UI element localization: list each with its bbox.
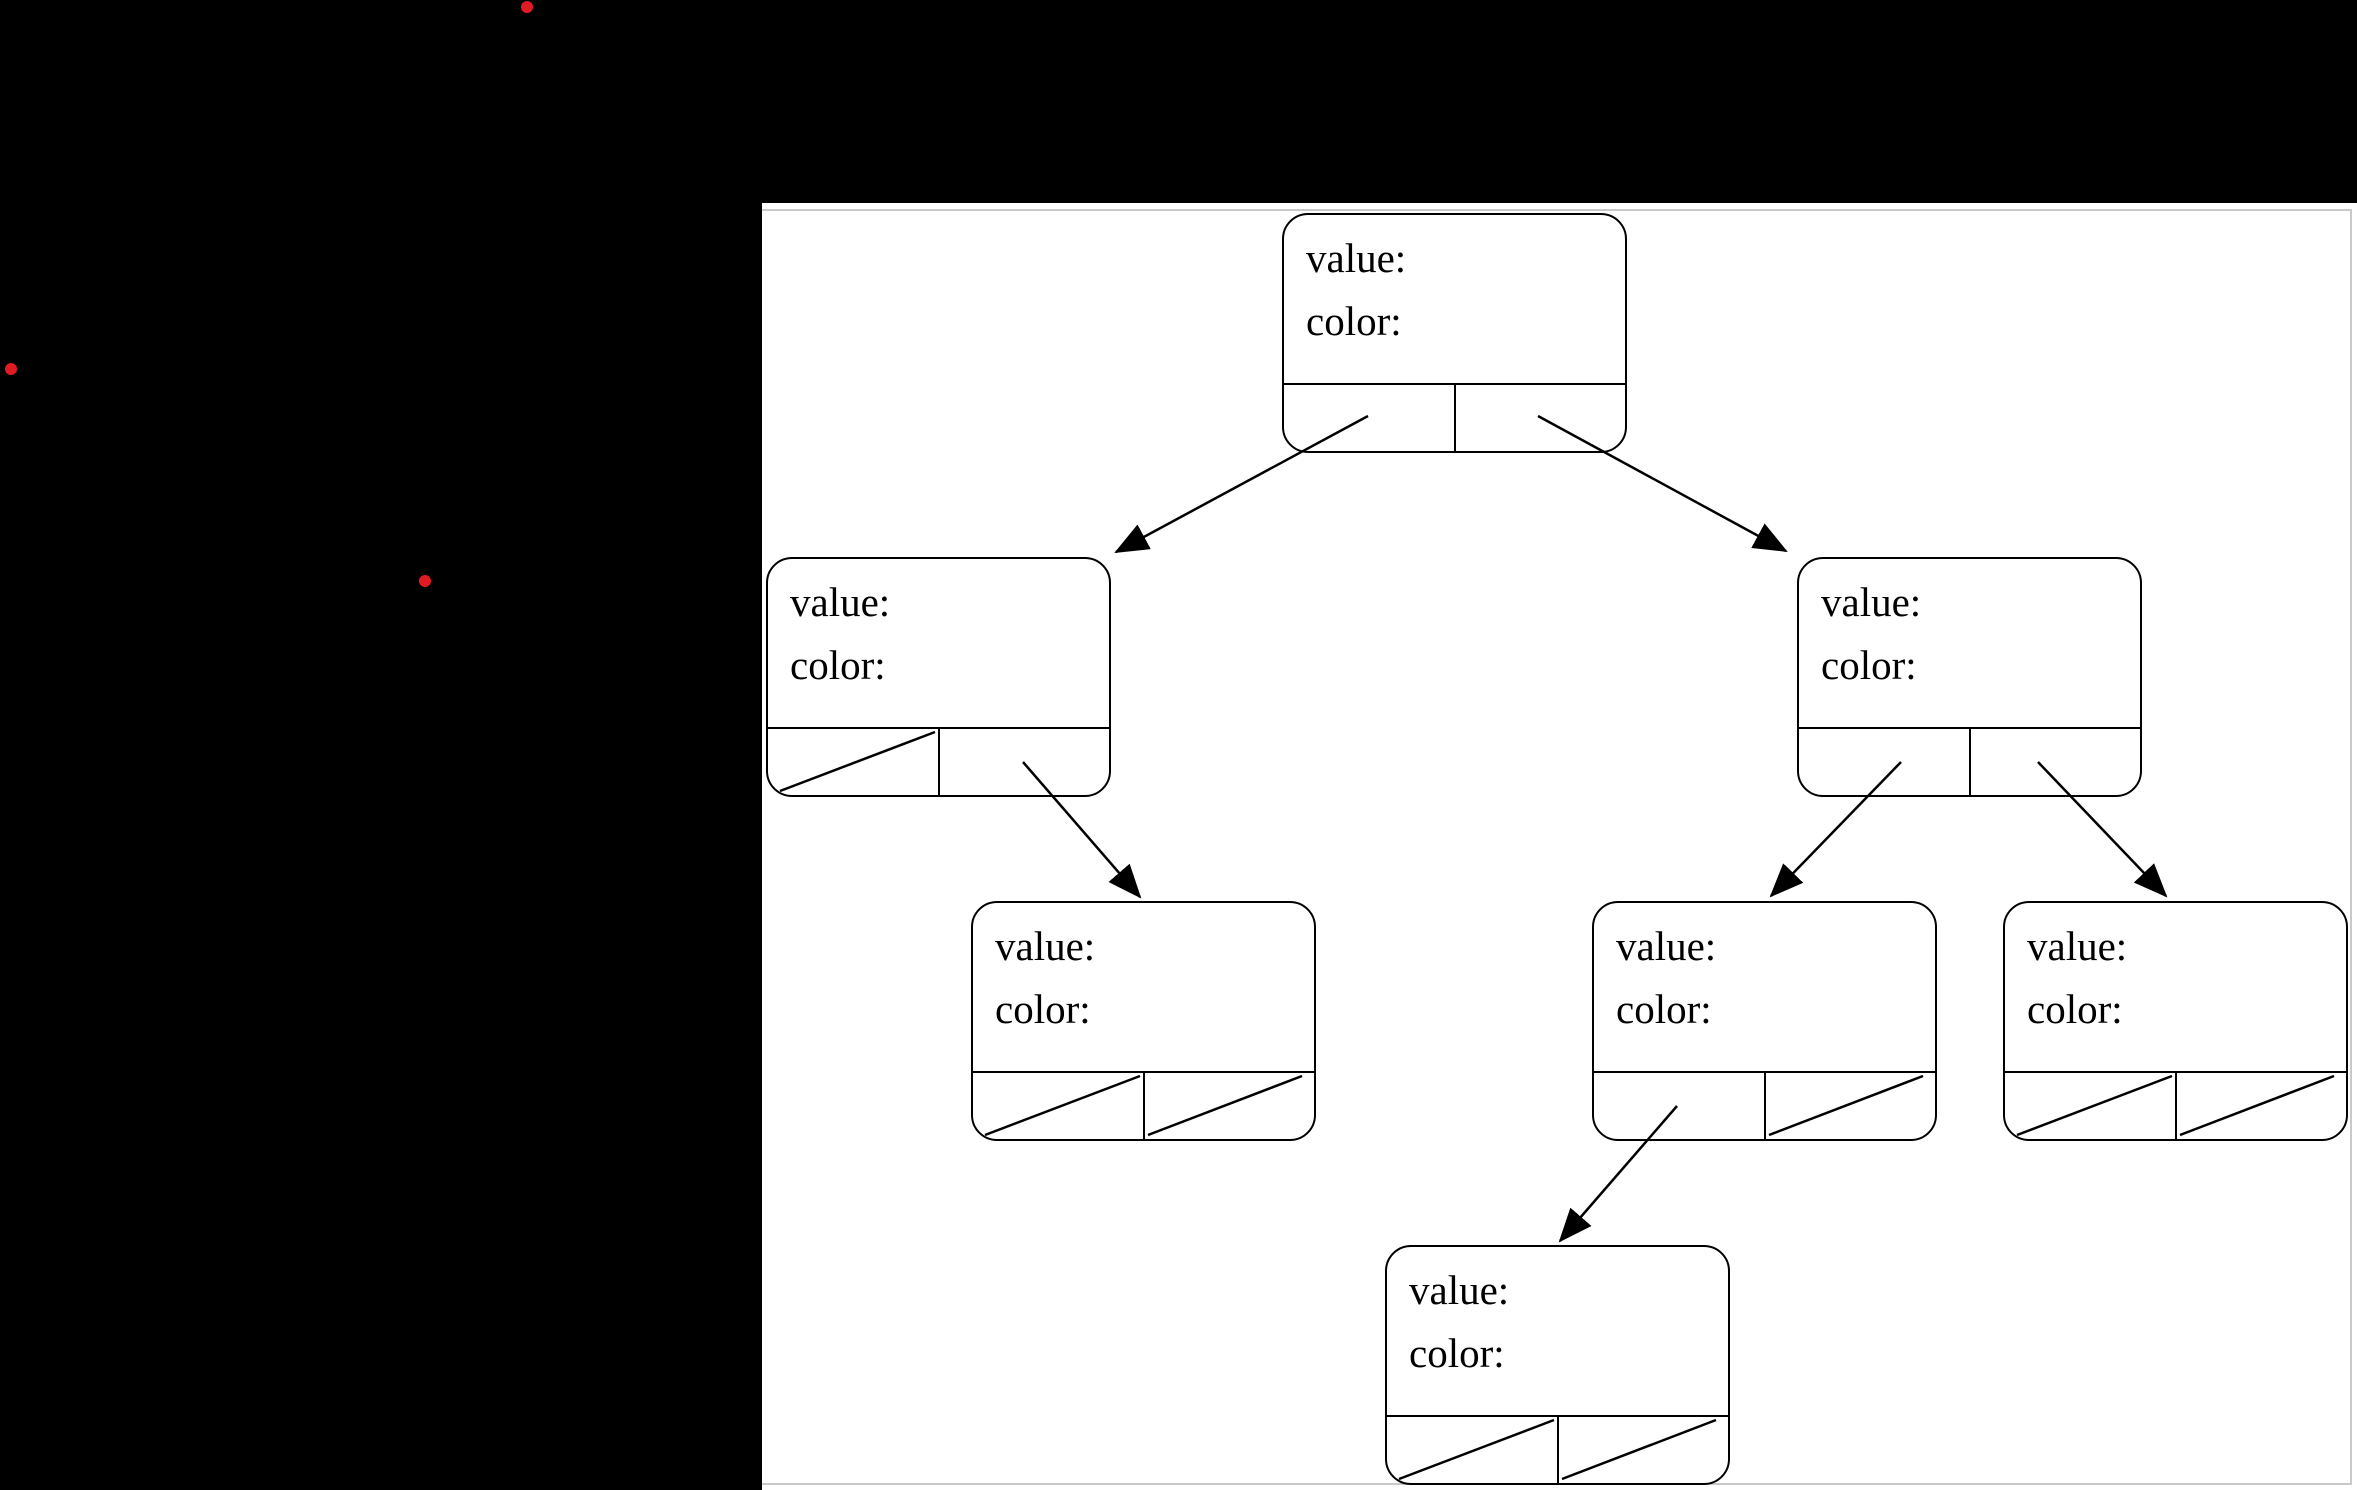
red-dot <box>419 575 431 587</box>
left-pointer-cell <box>1799 729 1971 795</box>
left-pointer-cell <box>973 1073 1145 1139</box>
left-pointer-cell <box>768 729 940 795</box>
right-pointer-cell <box>1456 385 1626 451</box>
node-fields: value: color: <box>973 903 1314 1041</box>
right-pointer-cell <box>940 729 1110 795</box>
node-color-label: color: <box>995 986 1091 1032</box>
node-value-label: value: <box>1306 235 1407 281</box>
red-dot <box>521 1 533 13</box>
node-color-label: color: <box>1306 298 1402 344</box>
node-fields: value: color: <box>1387 1247 1728 1385</box>
node-value-label: value: <box>1616 923 1717 969</box>
node-color-label: color: <box>2027 986 2123 1032</box>
left-pointer-cell <box>1387 1417 1559 1483</box>
pointer-row <box>1594 1071 1935 1139</box>
node-value-label: value: <box>1821 579 1922 625</box>
pointer-row <box>768 727 1109 795</box>
node-value-label: value: <box>995 923 1096 969</box>
pointer-row <box>1284 383 1625 451</box>
pointer-row <box>1387 1415 1728 1483</box>
pointer-row <box>1799 727 2140 795</box>
tree-node-root: value: color: <box>1282 213 1627 453</box>
node-value-label: value: <box>2027 923 2128 969</box>
tree-node-right-child: value: color: <box>1797 557 2142 797</box>
pointer-row <box>973 1071 1314 1139</box>
node-fields: value: color: <box>1799 559 2140 697</box>
left-pointer-cell <box>2005 1073 2177 1139</box>
node-fields: value: color: <box>1284 215 1625 353</box>
node-value-label: value: <box>1409 1267 1510 1313</box>
red-dot <box>5 363 17 375</box>
pointer-row <box>2005 1071 2346 1139</box>
tree-node-right-left-grandchild: value: color: <box>1592 901 1937 1141</box>
node-fields: value: color: <box>1594 903 1935 1041</box>
left-pointer-cell <box>1284 385 1456 451</box>
left-pointer-cell <box>1594 1073 1766 1139</box>
right-pointer-cell <box>1559 1417 1729 1483</box>
node-fields: value: color: <box>2005 903 2346 1041</box>
right-pointer-cell <box>2177 1073 2347 1139</box>
right-pointer-cell <box>1766 1073 1936 1139</box>
tree-node-left-right-grandchild: value: color: <box>971 901 1316 1141</box>
tree-node-bottom-leaf: value: color: <box>1385 1245 1730 1485</box>
node-fields: value: color: <box>768 559 1109 697</box>
right-pointer-cell <box>1145 1073 1315 1139</box>
tree-node-right-right-grandchild: value: color: <box>2003 901 2348 1141</box>
node-color-label: color: <box>1821 642 1917 688</box>
tree-node-left-child: value: color: <box>766 557 1111 797</box>
node-value-label: value: <box>790 579 891 625</box>
right-pointer-cell <box>1971 729 2141 795</box>
node-color-label: color: <box>1409 1330 1505 1376</box>
node-color-label: color: <box>790 642 886 688</box>
node-color-label: color: <box>1616 986 1712 1032</box>
